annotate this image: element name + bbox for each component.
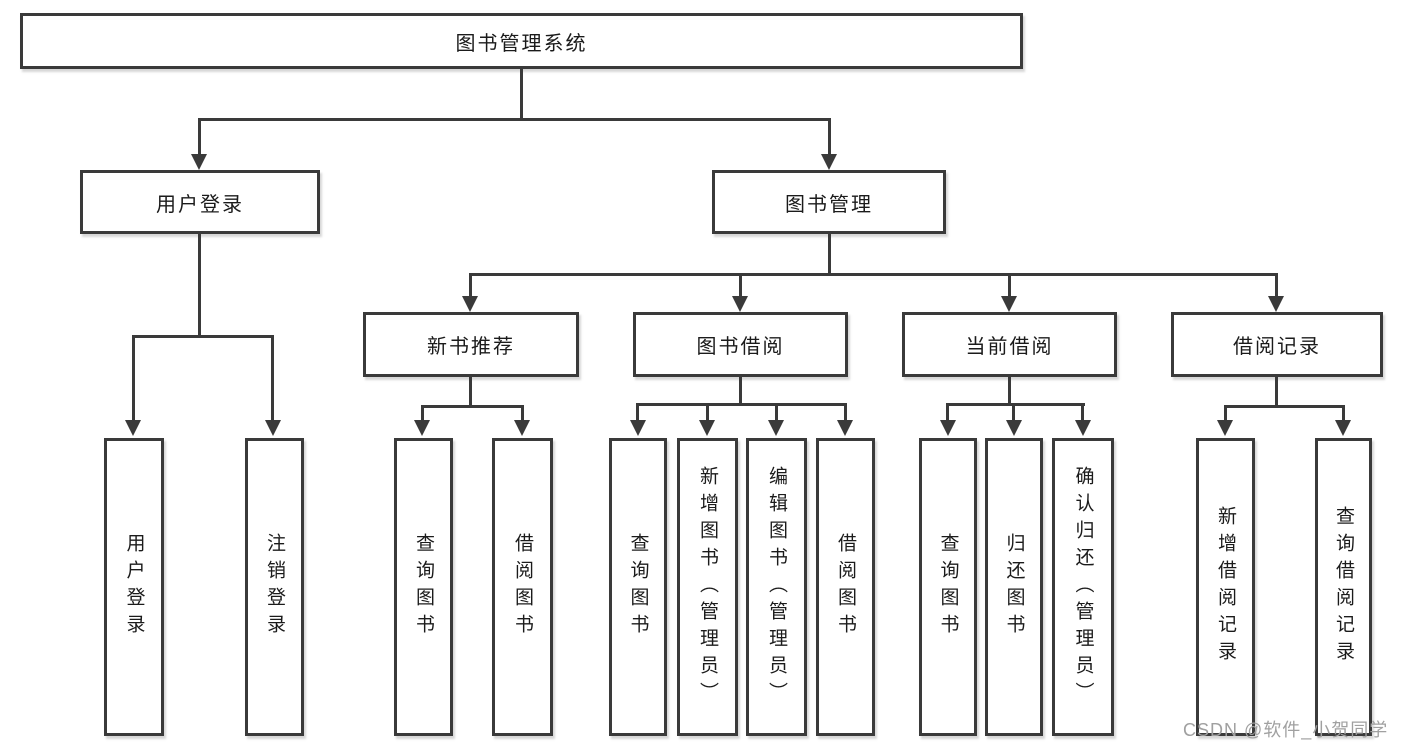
leaf-borrow-book-recommend: 借阅图书 bbox=[492, 438, 553, 736]
connector-login-crossbar bbox=[132, 335, 274, 338]
connector-current-drop-2 bbox=[1012, 403, 1015, 422]
connector-login-drop-2 bbox=[271, 335, 274, 422]
leaf-query-book-recommend: 查询图书 bbox=[394, 438, 453, 736]
arrow-down-icon bbox=[191, 154, 207, 170]
connector-borrowing-drop-2 bbox=[706, 403, 709, 422]
connector-login-drop-1 bbox=[132, 335, 135, 422]
connector-mgmt-drop-2 bbox=[739, 273, 742, 298]
arrow-down-icon bbox=[940, 420, 956, 436]
connector-borrowing-stem bbox=[739, 377, 742, 405]
arrow-down-icon bbox=[732, 296, 748, 312]
leaf-query-borrow-record: 查询借阅记录 bbox=[1315, 438, 1372, 736]
arrow-down-icon bbox=[125, 420, 141, 436]
leaf-user-login: 用户登录 bbox=[104, 438, 164, 736]
arrow-down-icon bbox=[837, 420, 853, 436]
leaf-confirm-return-admin: 确认归还（管理员） bbox=[1052, 438, 1114, 736]
leaf-query-book-current: 查询图书 bbox=[919, 438, 977, 736]
connector-current-drop-1 bbox=[946, 403, 949, 422]
node-book-management: 图书管理 bbox=[712, 170, 946, 234]
node-new-book-recommend: 新书推荐 bbox=[363, 312, 579, 377]
connector-borrowing-crossbar bbox=[636, 403, 846, 406]
node-user-login: 用户登录 bbox=[80, 170, 320, 234]
connector-current-drop-3 bbox=[1081, 403, 1084, 422]
connector-mgmt-drop-4 bbox=[1275, 273, 1278, 298]
connector-borrowing-drop-3 bbox=[775, 403, 778, 422]
node-borrow-records: 借阅记录 bbox=[1171, 312, 1383, 377]
connector-borrowing-drop-4 bbox=[844, 403, 847, 422]
arrow-down-icon bbox=[1075, 420, 1091, 436]
node-current-borrowing: 当前借阅 bbox=[902, 312, 1117, 377]
connector-root-crossbar bbox=[198, 118, 831, 121]
connector-recommend-drop-1 bbox=[421, 405, 424, 422]
arrow-down-icon bbox=[514, 420, 530, 436]
arrow-down-icon bbox=[768, 420, 784, 436]
arrow-down-icon bbox=[699, 420, 715, 436]
connector-login-stem bbox=[198, 234, 201, 338]
connector-recommend-crossbar bbox=[421, 405, 524, 408]
connector-root-drop-left bbox=[198, 118, 201, 156]
connector-mgmt-crossbar bbox=[469, 273, 1278, 276]
connector-root-stem bbox=[520, 69, 523, 118]
arrow-down-icon bbox=[1268, 296, 1284, 312]
node-root-system: 图书管理系统 bbox=[20, 13, 1023, 69]
leaf-borrow-book-borrowing: 借阅图书 bbox=[816, 438, 875, 736]
node-book-borrowing: 图书借阅 bbox=[633, 312, 848, 377]
connector-records-crossbar bbox=[1224, 405, 1345, 408]
connector-recommend-stem bbox=[469, 377, 472, 407]
connector-borrowing-drop-1 bbox=[636, 403, 639, 422]
leaf-edit-book-admin: 编辑图书（管理员） bbox=[746, 438, 807, 736]
arrow-down-icon bbox=[1335, 420, 1351, 436]
leaf-logout: 注销登录 bbox=[245, 438, 304, 736]
connector-recommend-drop-2 bbox=[521, 405, 524, 422]
arrow-down-icon bbox=[1006, 420, 1022, 436]
leaf-query-book-borrowing: 查询图书 bbox=[609, 438, 667, 736]
connector-records-stem bbox=[1275, 377, 1278, 407]
csdn-watermark: CSDN @软件_小贺同学 bbox=[1183, 720, 1389, 740]
leaf-return-book: 归还图书 bbox=[985, 438, 1043, 736]
connector-current-crossbar bbox=[946, 403, 1085, 406]
connector-mgmt-stem bbox=[828, 234, 831, 275]
connector-mgmt-drop-3 bbox=[1008, 273, 1011, 298]
arrow-down-icon bbox=[414, 420, 430, 436]
arrow-down-icon bbox=[630, 420, 646, 436]
arrow-down-icon bbox=[1217, 420, 1233, 436]
connector-records-drop-1 bbox=[1224, 405, 1227, 422]
connector-records-drop-2 bbox=[1342, 405, 1345, 422]
connector-root-drop-right bbox=[828, 118, 831, 156]
leaf-add-borrow-record: 新增借阅记录 bbox=[1196, 438, 1255, 736]
connector-mgmt-drop-1 bbox=[469, 273, 472, 298]
arrow-down-icon bbox=[462, 296, 478, 312]
arrow-down-icon bbox=[821, 154, 837, 170]
arrow-down-icon bbox=[1001, 296, 1017, 312]
connector-current-stem bbox=[1008, 377, 1011, 405]
leaf-add-book-admin: 新增图书（管理员） bbox=[677, 438, 738, 736]
arrow-down-icon bbox=[265, 420, 281, 436]
